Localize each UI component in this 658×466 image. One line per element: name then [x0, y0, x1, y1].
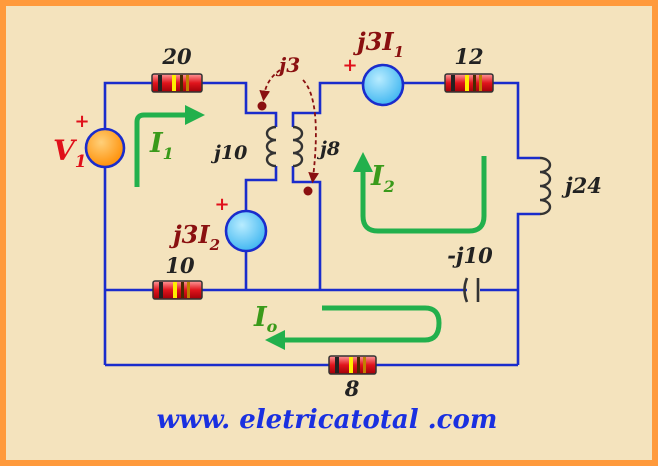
resistor-10-label: 10 [165, 253, 195, 278]
website-footer[interactable]: www. eletricatotal .com [157, 405, 498, 435]
inductor-j10-label: j10 [210, 142, 247, 164]
dep-mid-plus-sign: + [214, 194, 229, 215]
dep-top-label: j3I1 [353, 27, 404, 61]
resistor-10 [152, 280, 203, 300]
dependent-source-mid [224, 209, 268, 253]
resistor-20 [151, 73, 203, 93]
capacitor-label: -j10 [447, 243, 493, 268]
resistor-12 [444, 73, 494, 93]
resistor-8 [328, 355, 377, 375]
resistor-8-label: 8 [344, 376, 360, 401]
mutual-arrow-right [302, 79, 319, 184]
inductor-j24 [539, 156, 552, 216]
v1-label: V1 [53, 134, 87, 172]
v1-plus-sign: + [74, 111, 89, 132]
loop-arrow-io [265, 305, 442, 350]
wires [103, 81, 540, 367]
capacitor [463, 277, 480, 303]
dep-top-plus-sign: + [342, 55, 357, 76]
resistor-12-label: 12 [454, 44, 483, 69]
inductor-j10 [265, 125, 277, 168]
mutual-arrow-left [259, 69, 281, 102]
inductor-j8-label: j8 [316, 138, 340, 160]
dep-mid-label: j3I2 [169, 220, 220, 254]
current-i1-label: I1 [149, 128, 174, 163]
inductor-j8 [292, 125, 304, 168]
current-i2-label: I2 [370, 161, 395, 196]
loop-arrow-i2 [353, 152, 487, 234]
mutual-inductance-label: j3 [275, 53, 300, 77]
voltage-source-v1 [84, 127, 126, 169]
dot-marker-j8 [303, 186, 313, 196]
inductor-j24-label: j24 [561, 173, 602, 198]
dot-marker-j10 [257, 101, 267, 111]
resistor-20-label: 20 [161, 44, 192, 69]
loop-arrow-i1 [134, 105, 205, 187]
current-io-label: Io [253, 302, 278, 336]
dependent-source-top [361, 63, 405, 107]
